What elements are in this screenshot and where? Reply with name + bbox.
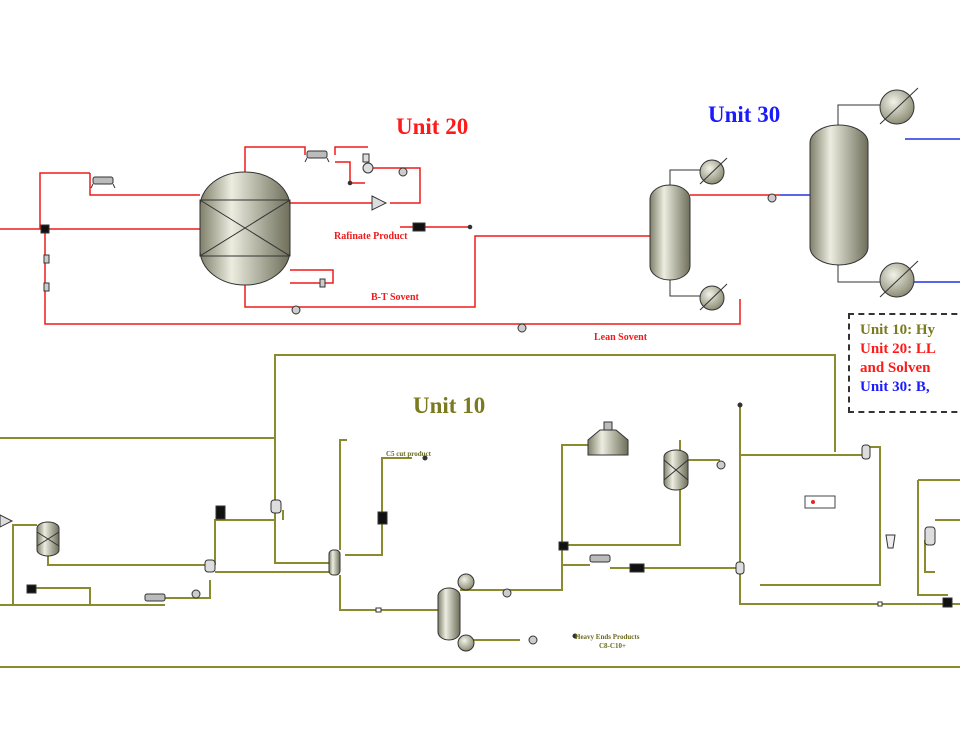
cooler-1 — [90, 176, 116, 189]
unit20-streams — [0, 146, 780, 325]
separator-drum — [587, 421, 629, 456]
legend-unit20-cont: and Solven — [860, 360, 931, 376]
extraction-column — [199, 171, 291, 286]
reboiler-3 — [457, 634, 475, 652]
unit20-title: Unit 20 — [396, 114, 469, 139]
unit30-streams — [780, 138, 960, 283]
rafinate-product-label: Rafinate Product — [334, 231, 408, 242]
cooler-2 — [304, 150, 330, 163]
lean-solvent-label: Lean Sovent — [594, 332, 648, 343]
unit10-streams — [0, 354, 960, 668]
heavy-ends-range-label: C8-C10+ — [599, 642, 626, 650]
reboiler-2 — [879, 260, 919, 298]
reactor-1 — [36, 521, 60, 557]
reactor-2 — [663, 449, 689, 491]
unit10-title: Unit 10 — [413, 393, 486, 418]
condenser-3 — [457, 573, 475, 591]
c5-cut-label: C5 cut product — [386, 450, 431, 458]
unit10-equipment — [0, 402, 953, 652]
unit30-internal — [669, 104, 895, 297]
legend-unit20: Unit 20: LL — [860, 341, 936, 357]
cooler-4 — [589, 554, 611, 563]
legend-box: Unit 10: Hy Unit 20: LL and Solven Unit … — [848, 313, 960, 413]
unit30-title: Unit 30 — [708, 102, 781, 127]
legend-unit10: Unit 10: Hy — [860, 322, 935, 338]
cooler-3 — [144, 593, 166, 602]
heavy-ends-label: Heavy Ends Products — [575, 633, 640, 641]
unit20-devices — [40, 150, 777, 333]
reboiler-1 — [699, 283, 728, 311]
legend-unit30: Unit 30: B, — [860, 379, 930, 395]
condenser-1 — [699, 157, 728, 185]
bt-solvent-label: B-T Sovent — [371, 292, 419, 303]
unit30-equipment — [649, 87, 919, 311]
condenser-2 — [879, 87, 919, 125]
